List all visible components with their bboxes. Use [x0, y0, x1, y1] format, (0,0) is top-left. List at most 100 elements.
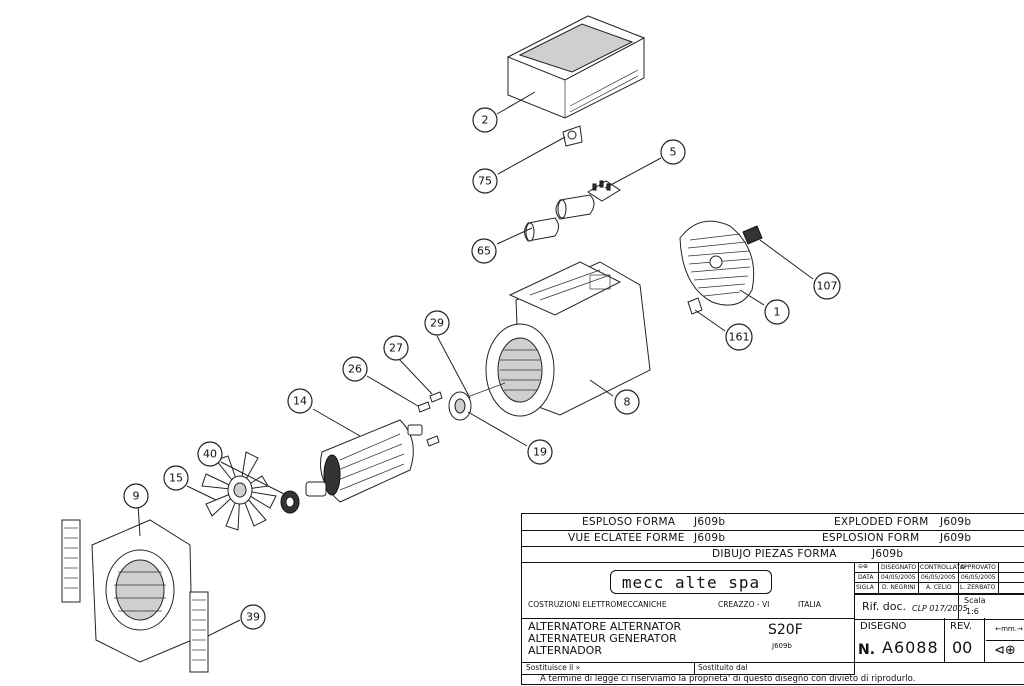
title-en-code: J609b — [940, 516, 972, 528]
leader-lines — [137, 91, 814, 637]
callout-29: 29 — [424, 310, 450, 336]
description-line-2: ALTERNATEUR GENERATOR — [528, 632, 677, 645]
description-line-3: ALTERNADOR — [528, 644, 602, 657]
callout-107: 107 — [813, 272, 841, 300]
rif-doc-value: CLP 017/2005 — [912, 604, 968, 613]
callout-65: 65 — [471, 238, 497, 264]
callout-8: 8 — [614, 389, 640, 415]
svg-text:65: 65 — [477, 245, 491, 258]
svg-text:161: 161 — [729, 331, 750, 344]
svg-text:19: 19 — [533, 446, 547, 459]
callout-75: 75 — [472, 168, 498, 194]
diodes — [417, 391, 443, 447]
svg-text:39: 39 — [246, 611, 260, 624]
replaced-by-label: Sostituito dal — [698, 663, 748, 672]
title-block: ESPLOSO FORMA J609b EXPLODED FORM J609b … — [521, 513, 1024, 685]
callout-26: 26 — [342, 356, 368, 382]
title-es: DIBUJO PIEZAS FORMA — [712, 548, 837, 560]
callout-40: 40 — [197, 441, 223, 467]
scale-label: Scala — [964, 596, 986, 605]
svg-text:15: 15 — [169, 472, 183, 485]
data-label: DATA — [858, 574, 874, 581]
replaces-row: Sostituisce il » Sostituito dal — [522, 662, 855, 675]
date-checked: 06/05/2005 — [921, 574, 956, 581]
svg-text:8: 8 — [624, 396, 631, 409]
sigla-checked: A. CELIO — [926, 584, 952, 591]
scale-value: 1:6 — [966, 607, 979, 616]
model-code: J609b — [772, 642, 792, 650]
title-it-code: J609b — [694, 516, 726, 528]
title-en: EXPLODED FORM — [834, 516, 929, 528]
units-box: ← mm. → — [986, 618, 1024, 641]
units-label: mm. — [1001, 625, 1017, 633]
revision-value: 00 — [952, 638, 973, 657]
sigla-drawn: D. NEGRINI — [882, 584, 916, 591]
side-grille-right — [189, 591, 209, 673]
fan — [201, 451, 277, 531]
capacitor-large — [555, 194, 595, 220]
replaces-label: Sostituisce il » — [526, 663, 581, 672]
drawing-label: DISEGNO — [860, 621, 907, 632]
capacitor-small — [524, 217, 559, 242]
company-city: CREAZZO - VI — [718, 600, 770, 609]
rotor — [305, 419, 423, 503]
callout-27: 27 — [383, 335, 409, 361]
header-checked: CONTROLLATO — [920, 564, 965, 571]
svg-text:1: 1 — [774, 306, 781, 319]
bearing — [448, 391, 472, 421]
drawing-number: A6088 — [882, 638, 939, 657]
projection-symbol-icon: ⊲⊕ — [994, 643, 1016, 658]
header-approved: APPROVATO — [960, 564, 996, 571]
approvals-grid: ⊖⊕ DISEGNATO CONTROLLATO APPROVATO DATA … — [854, 562, 1024, 594]
callout-9: 9 — [123, 483, 149, 509]
title-row-1: ESPLOSO FORMA J609b EXPLODED FORM J609b — [522, 514, 1024, 531]
company-area: mecc alte spa COSTRUZIONI ELETTROMECCANI… — [522, 562, 855, 619]
clip — [687, 297, 703, 315]
svg-text:75: 75 — [478, 175, 492, 188]
drawing-prefix: N. — [858, 642, 876, 658]
callout-39: 39 — [240, 604, 266, 630]
callout-1: 1 — [764, 299, 790, 325]
terminal-board — [587, 180, 621, 202]
terminal-box-cover — [506, 15, 646, 119]
title-fr-code: J609b — [694, 532, 726, 544]
svg-text:14: 14 — [293, 395, 307, 408]
svg-text:27: 27 — [389, 342, 403, 355]
model-name: S20F — [768, 622, 803, 638]
stator-housing — [469, 261, 651, 417]
sigla-label: SIGLA — [856, 584, 874, 591]
front-bracket — [91, 519, 193, 663]
cover-cap — [742, 225, 763, 245]
callout-14: 14 — [287, 388, 313, 414]
callout-2: 2 — [472, 107, 498, 133]
title-row-2: VUE ECLATEE FORME J609b ESPLOSION FORM J… — [522, 530, 1024, 547]
header-drawn: DISEGNATO — [881, 564, 917, 571]
date-drawn: 04/05/2005 — [881, 574, 916, 581]
units-arrow-right-icon: → — [1016, 625, 1023, 633]
company-name: COSTRUZIONI ELETTROMECCANICHE — [528, 600, 667, 609]
hub — [280, 490, 300, 514]
title-row-3: DIBUJO PIEZAS FORMA J609b — [522, 546, 1024, 563]
title-es-code: J609b — [872, 548, 904, 560]
callout-19: 19 — [527, 439, 553, 465]
svg-text:5: 5 — [670, 146, 677, 159]
title-it: ESPLOSO FORMA — [582, 516, 676, 528]
projection-icon: ⊖⊕ — [858, 563, 869, 570]
side-grille-left — [61, 519, 81, 603]
description-line-1: ALTERNATORE ALTERNATOR — [528, 620, 682, 633]
company-country: ITALIA — [798, 600, 821, 609]
rif-doc-label: Rif. doc. — [862, 600, 907, 613]
company-logo: mecc alte spa — [610, 570, 772, 594]
cable-gland — [562, 125, 583, 147]
sigla-approved: L. ZERBATO — [960, 584, 996, 591]
title-de: ESPLOSION FORM — [822, 532, 920, 544]
drawing-number-area: DISEGNO N. A6088 REV. 00 ← mm. → ⊲⊕ — [854, 618, 1024, 663]
callout-15: 15 — [163, 465, 189, 491]
units-arrow-left-icon: ← — [995, 625, 1002, 633]
reference-row: Rif. doc. CLP 017/2005 Scala 1:6 — [854, 594, 1024, 620]
rear-grille — [679, 220, 755, 306]
title-de-code: J609b — [940, 532, 972, 544]
title-fr: VUE ECLATEE FORME — [568, 532, 685, 544]
description-area: ALTERNATORE ALTERNATOR ALTERNATEUR GENER… — [522, 618, 855, 663]
